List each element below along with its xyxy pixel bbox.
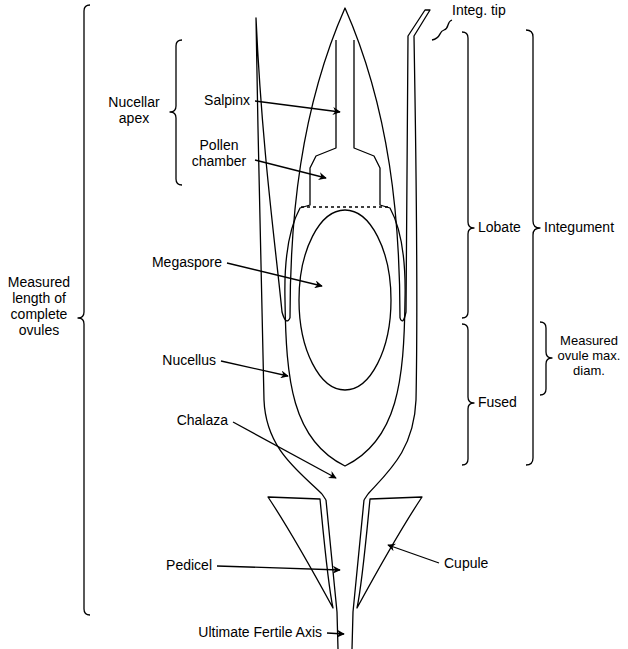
pedicel-outline — [326, 500, 364, 649]
cupule-right — [357, 497, 422, 608]
leader-arrow — [327, 633, 344, 634]
curly-brace — [462, 324, 474, 465]
brace-group — [78, 5, 552, 615]
integument-right-lobe — [368, 10, 430, 494]
integument-central-lobe — [290, 8, 400, 318]
part-label: Nucellar apex — [102, 94, 166, 126]
curly-brace — [526, 30, 540, 465]
leader-arrow — [388, 545, 439, 563]
curly-brace — [170, 40, 182, 185]
leader-arrow — [217, 566, 340, 570]
ovule-drawing — [256, 8, 430, 649]
leader-line — [432, 20, 452, 40]
part-label: Ultimate Fertile Axis — [198, 624, 322, 640]
leader-arrow — [221, 361, 288, 376]
nucellus-outline — [285, 40, 405, 466]
part-label: Nucellus — [162, 352, 216, 368]
part-label: Lobate — [478, 219, 521, 235]
part-label: Chalaza — [177, 412, 228, 428]
curly-brace — [462, 32, 474, 318]
leader-arrow — [227, 263, 322, 286]
curly-brace — [78, 5, 90, 615]
leader-arrow — [255, 101, 340, 112]
megaspore-outline — [299, 210, 391, 390]
part-label: Salpinx — [204, 92, 250, 108]
integument-left-lobe — [256, 18, 322, 494]
part-label: Megaspore — [152, 254, 222, 270]
leader-arrow — [233, 422, 336, 478]
cupule-left — [268, 497, 333, 608]
part-label: Pedicel — [166, 557, 212, 573]
part-label: Measured length of complete ovules — [4, 274, 74, 338]
part-label: Integument — [544, 219, 614, 235]
part-label: Pollen chamber — [188, 137, 250, 169]
part-label: Measured ovule max. diam. — [555, 334, 623, 379]
curly-brace — [540, 322, 552, 395]
part-label: Integ. tip — [452, 2, 506, 18]
pollen-chamber-floor — [301, 206, 389, 207]
leader-arrow — [255, 160, 326, 178]
part-label: Fused — [478, 394, 517, 410]
leader-lines — [217, 20, 452, 634]
part-label: Cupule — [444, 555, 488, 571]
chalaza-neck — [322, 494, 368, 500]
